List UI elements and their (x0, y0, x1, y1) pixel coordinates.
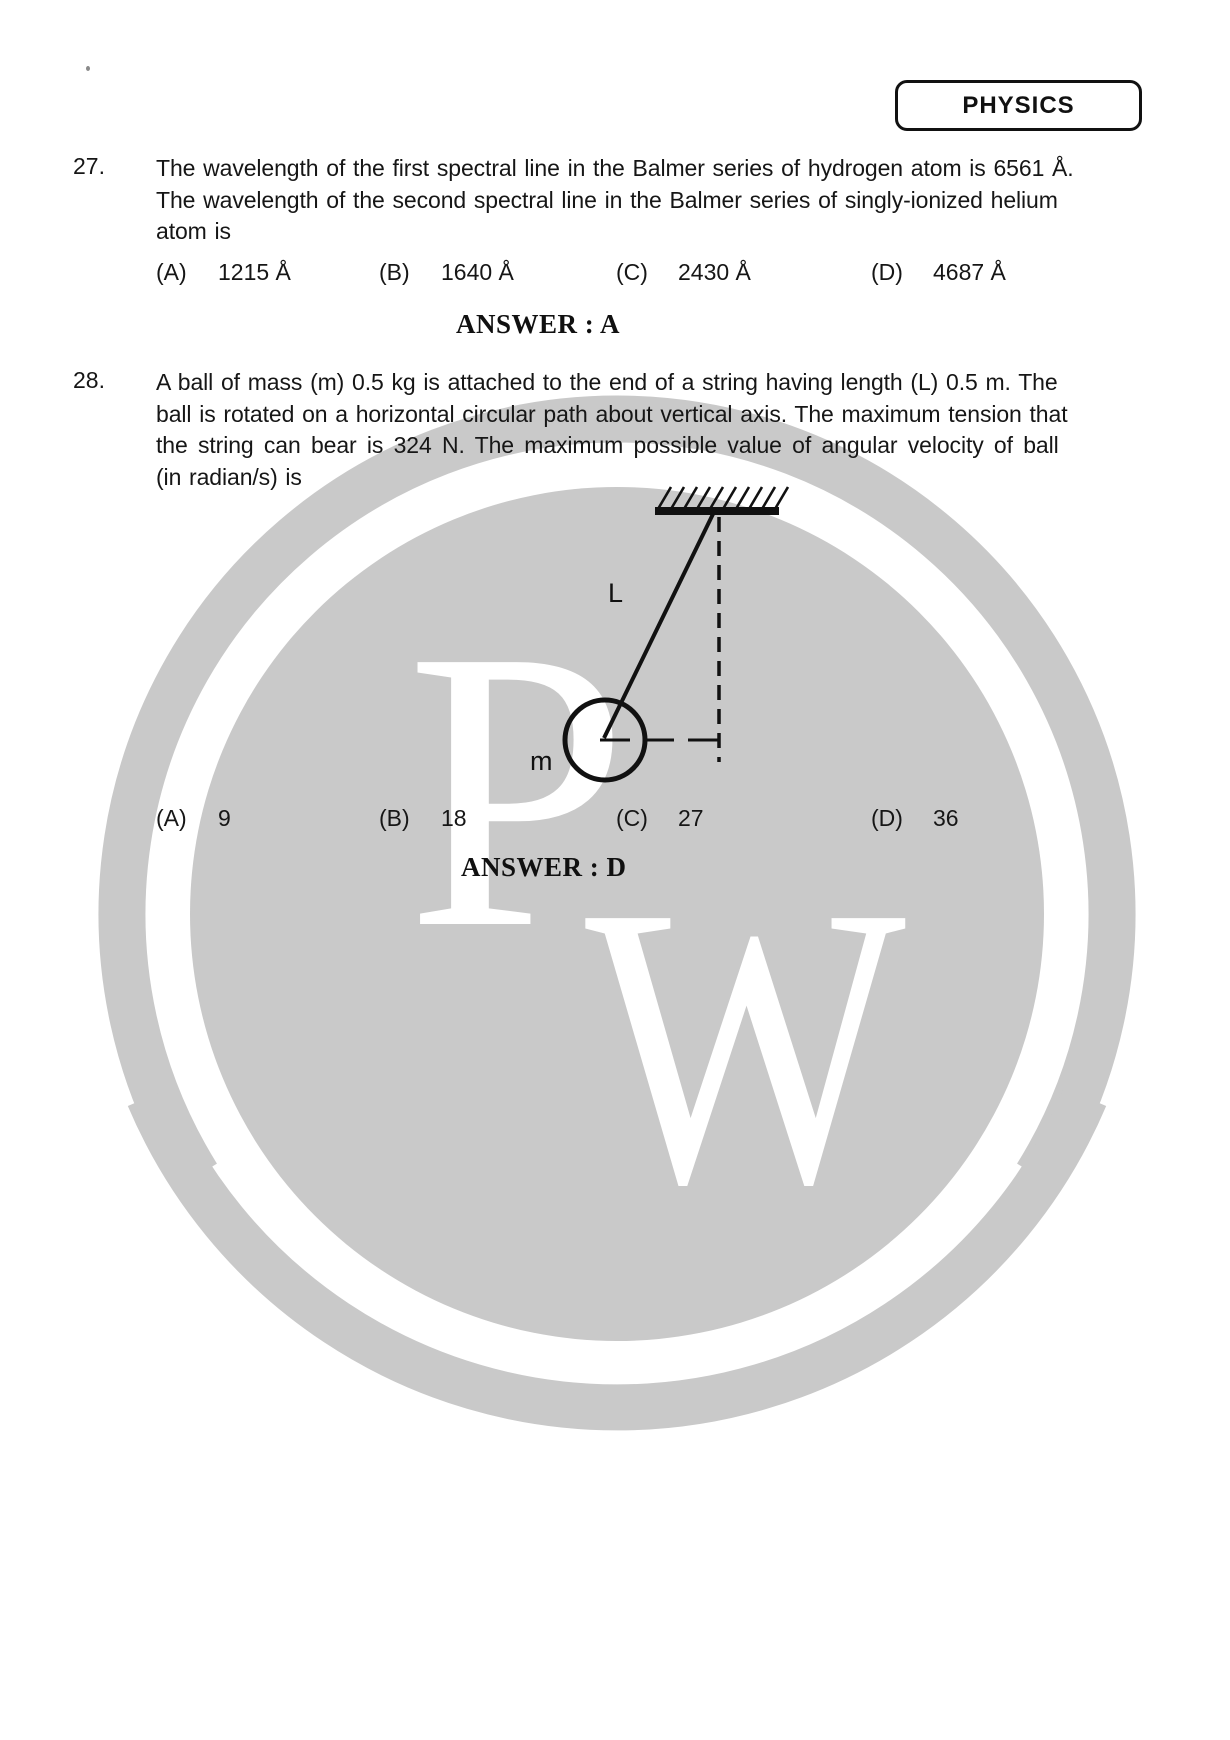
question-27-options: (A) 1215 Å (B) 1640 Å (C) 2430 Å (D) 4687 Å (0, 259, 1230, 289)
option-28-a: (A) 9 (156, 805, 231, 832)
option-27-a-value: 1215 Å (218, 259, 291, 285)
question-28-line-2: ball is rotated on a horizontal circular… (156, 400, 1068, 427)
option-27-b: (B) 1640 Å (379, 259, 514, 286)
subject-badge-label: PHYSICS (962, 91, 1075, 119)
option-27-c: (C) 2430 Å (616, 259, 751, 286)
option-28-b: (B) 18 (379, 805, 467, 832)
watermark-bottom-arc (127, 1088, 1107, 1431)
question-27-answer: ANSWER : A (456, 309, 621, 339)
option-27-c-label: (C) (616, 259, 648, 285)
watermark-disc (190, 487, 1044, 1341)
option-27-b-value: 1640 Å (441, 259, 514, 285)
mass-label: m (530, 746, 553, 776)
question-27-line-2: The wavelength of the second spectral li… (156, 186, 1058, 213)
question-28-text: A ball of mass (m) 0.5 kg is attached to… (156, 367, 1116, 493)
option-28-c-value: 27 (678, 805, 704, 831)
watermark-outer-ring-arc (98, 395, 1136, 1189)
question-28-line-3: the string can bear is 324 N. The maximu… (156, 432, 1059, 458)
question-28-options: (A) 9 (B) 18 (C) 27 (D) 36 (0, 805, 1230, 835)
option-27-a: (A) 1215 Å (156, 259, 291, 286)
question-27-text: The wavelength of the first spectral lin… (156, 153, 1116, 248)
option-27-d-value: 4687 Å (933, 259, 1006, 285)
question-28-line-4: (in radian/s) is (156, 463, 302, 490)
option-27-d-label: (D) (871, 259, 903, 285)
option-28-d-label: (D) (871, 805, 903, 831)
question-27-number: 27. (73, 153, 105, 179)
option-28-b-value: 18 (441, 805, 467, 831)
question-28-line-1: A ball of mass (m) 0.5 kg is attached to… (156, 369, 1058, 395)
option-28-a-value: 9 (218, 805, 231, 831)
question-28-number: 28. (73, 367, 105, 393)
scan-artifact-dot (86, 66, 90, 71)
option-28-d-value: 36 (933, 805, 959, 831)
watermark-letter-p: P (406, 568, 628, 1011)
option-28-d: (D) 36 (871, 805, 959, 832)
string-length-label: L (608, 578, 624, 608)
option-28-b-label: (B) (379, 805, 410, 831)
option-27-b-label: (B) (379, 259, 410, 285)
question-27-line-1: The wavelength of the first spectral lin… (156, 155, 1074, 181)
option-28-c: (C) 27 (616, 805, 704, 832)
question-27-line-3: atom is (156, 218, 231, 244)
option-28-c-label: (C) (616, 805, 648, 831)
watermark-letter-w: W (585, 824, 909, 1267)
option-28-a-label: (A) (156, 805, 187, 831)
option-27-a-label: (A) (156, 259, 187, 285)
option-27-c-value: 2430 Å (678, 259, 751, 285)
option-27-d: (D) 4687 Å (871, 259, 1006, 286)
question-28-answer: ANSWER : D (461, 852, 627, 882)
subject-badge: PHYSICS (895, 80, 1142, 131)
